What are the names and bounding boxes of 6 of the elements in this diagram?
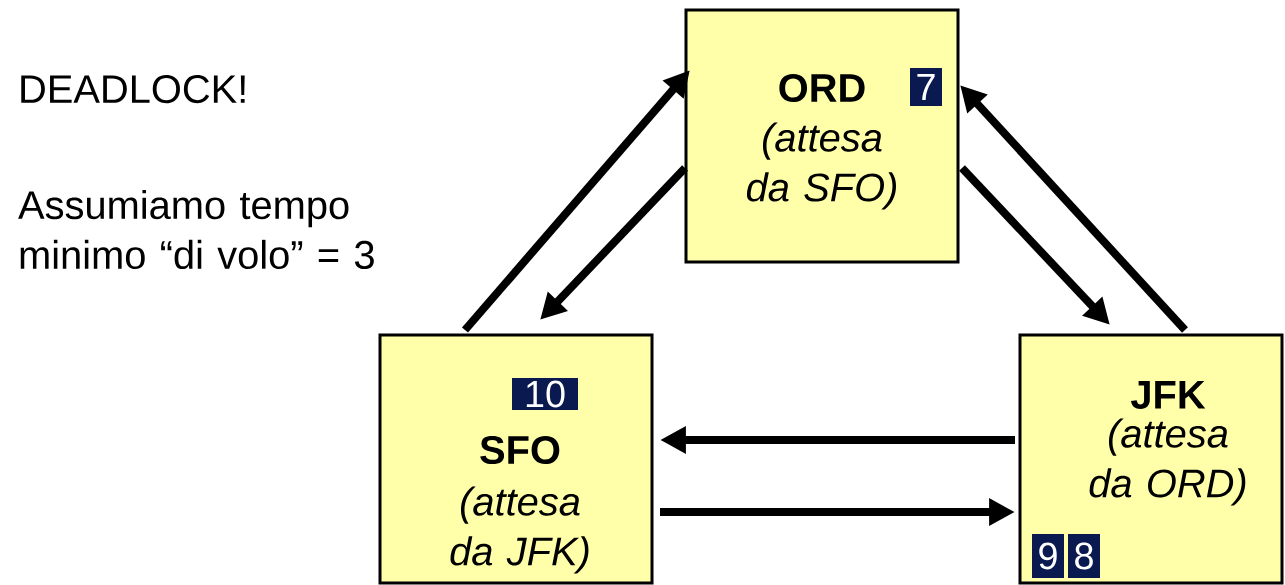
number-badge: 10 <box>512 378 578 410</box>
number-badge: 9 <box>1032 534 1064 578</box>
note-text: DEADLOCK! <box>21 75 245 104</box>
number-badge: 8 <box>1068 534 1100 578</box>
note-text: Assumiamo tempo minimo “di volo” = 3 <box>18 190 374 270</box>
number-badge: 7 <box>910 68 942 106</box>
